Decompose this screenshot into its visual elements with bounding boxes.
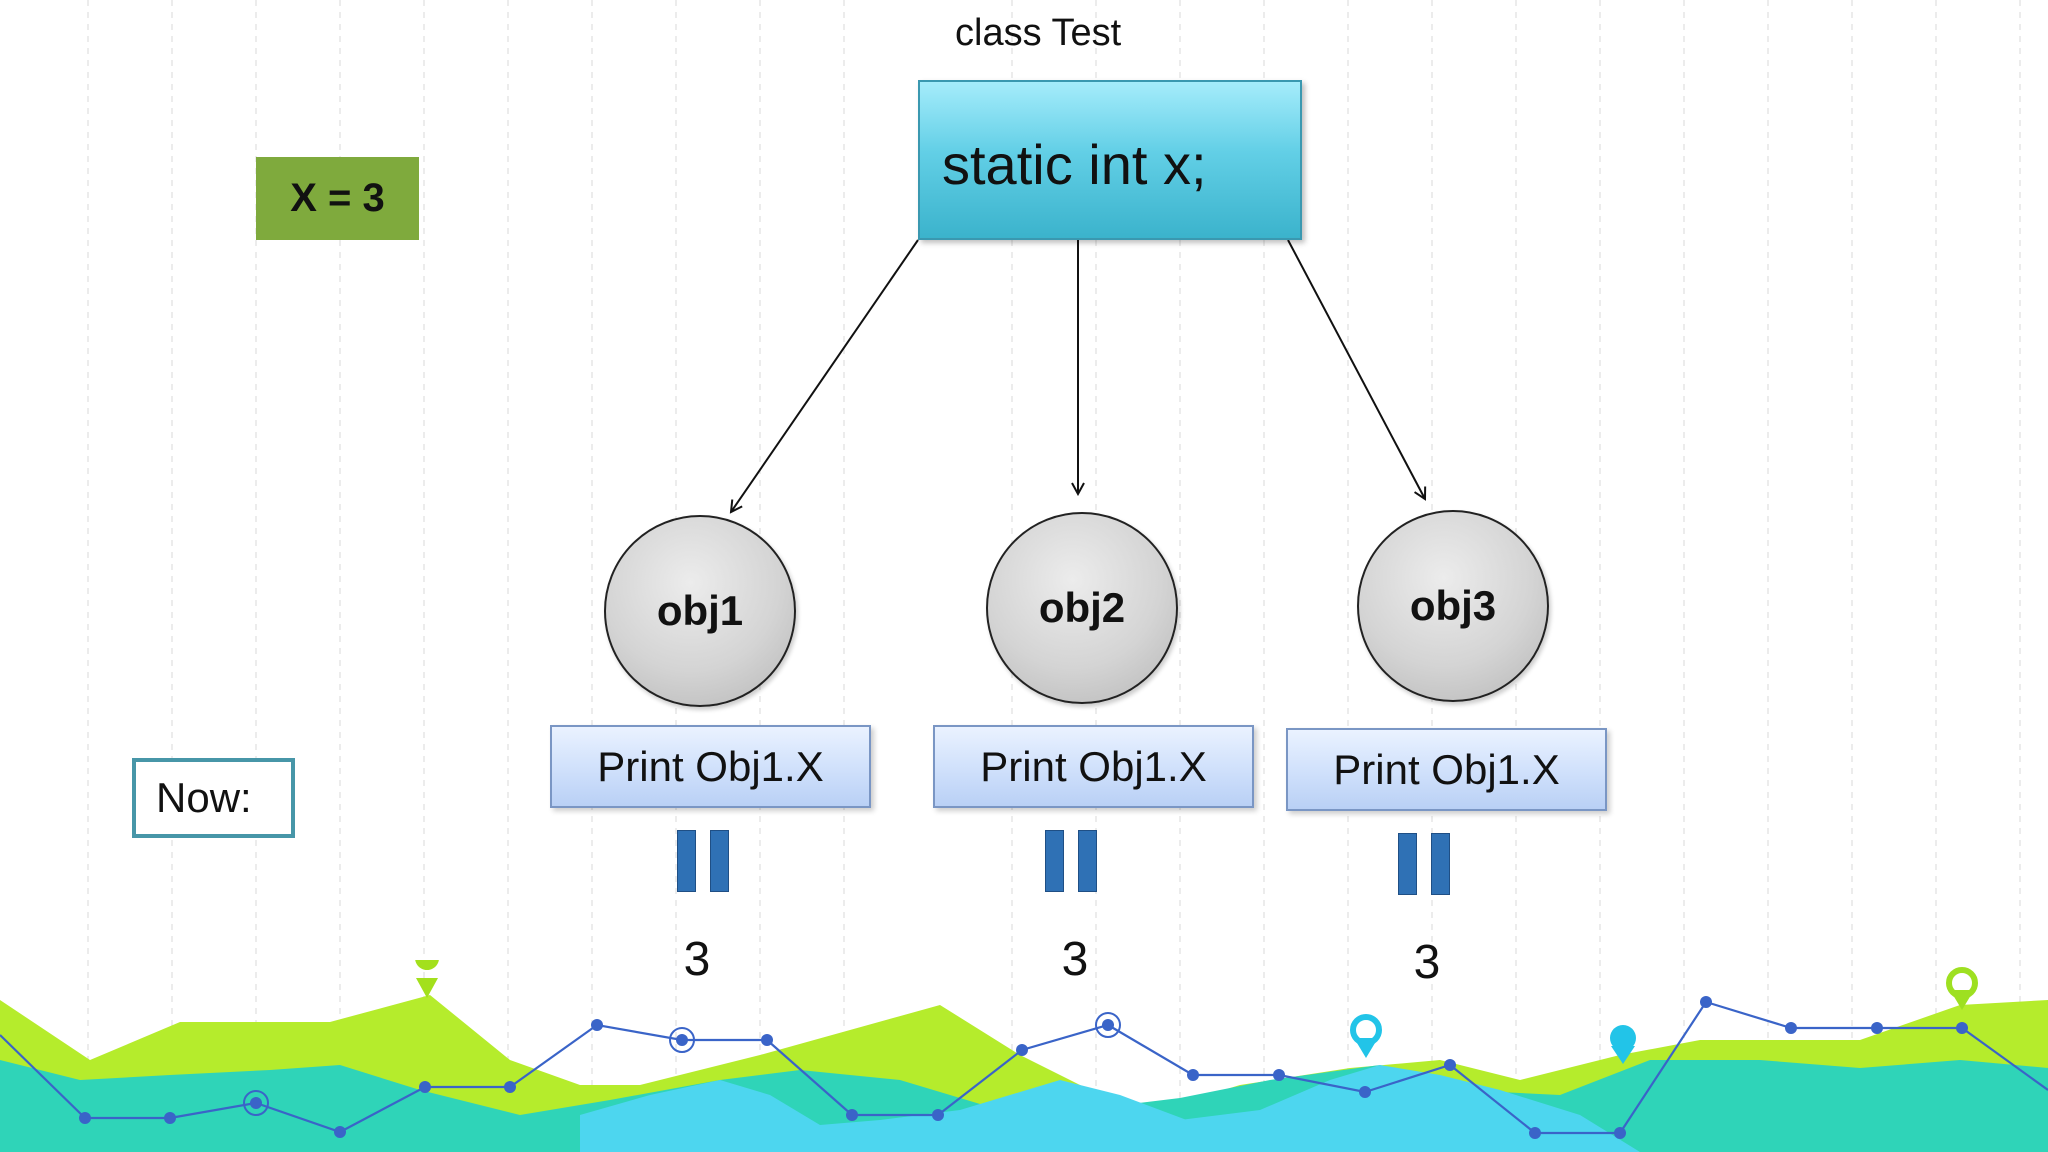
equals-icon bbox=[1398, 833, 1450, 895]
static-variable-box: static int x; bbox=[918, 80, 1302, 240]
equals-icon bbox=[1045, 830, 1097, 892]
object-obj1: obj1 bbox=[604, 515, 796, 707]
result-obj3: 3 bbox=[1413, 936, 1441, 989]
map-pin-icon bbox=[1946, 967, 1978, 1010]
map-pin-icon bbox=[415, 960, 439, 998]
decorative-landscape-footer bbox=[0, 960, 2048, 1152]
equals-icon bbox=[677, 830, 729, 892]
result-obj1: 3 bbox=[683, 933, 711, 986]
print-box-obj3: Print Obj1.X bbox=[1286, 728, 1607, 811]
arrow-to-obj1 bbox=[731, 239, 919, 512]
object-obj3: obj3 bbox=[1357, 510, 1549, 702]
class-label: class Test bbox=[955, 12, 1122, 54]
result-obj2: 3 bbox=[1061, 933, 1089, 986]
print-box-obj1: Print Obj1.X bbox=[550, 725, 871, 808]
static-declaration: static int x; bbox=[942, 133, 1207, 196]
x-value-badge: X = 3 bbox=[256, 157, 419, 240]
object-obj2: obj2 bbox=[986, 512, 1178, 704]
arrow-to-obj3 bbox=[1287, 239, 1425, 499]
now-label-box: Now: bbox=[132, 758, 295, 838]
map-pin-icon bbox=[1350, 1014, 1382, 1058]
map-pin-icon bbox=[1610, 1025, 1636, 1064]
print-box-obj2: Print Obj1.X bbox=[933, 725, 1254, 808]
